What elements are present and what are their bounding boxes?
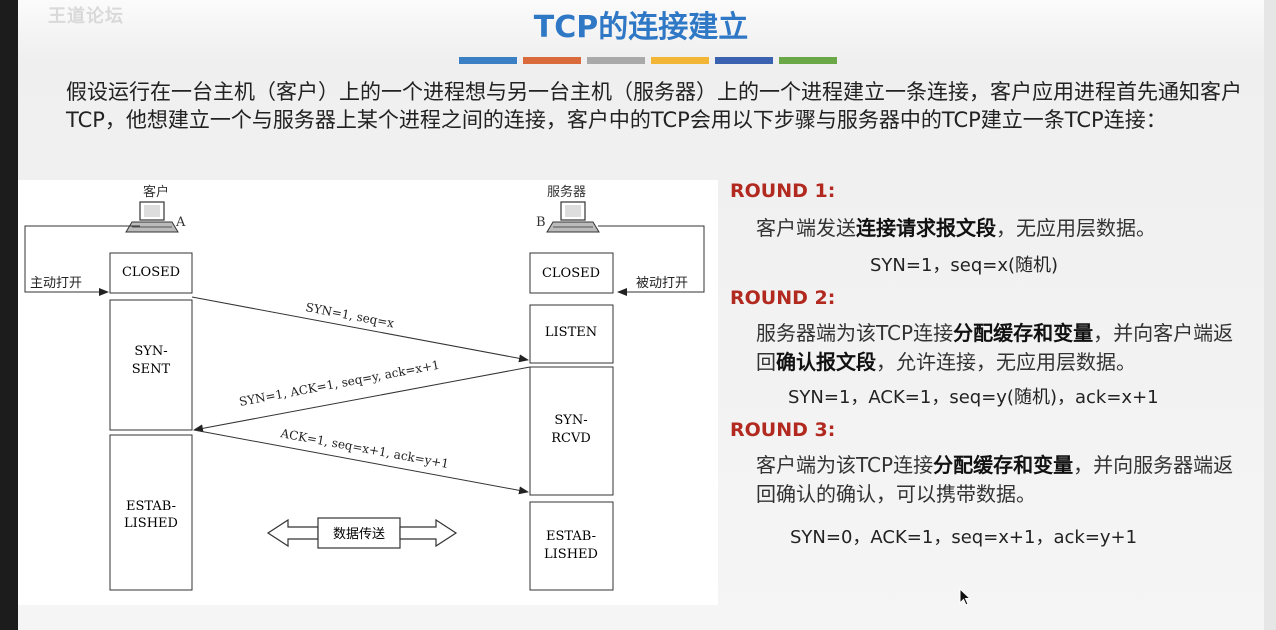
title-bar-5 [715, 57, 773, 64]
title-bar-2 [523, 57, 581, 64]
svg-text:SENT: SENT [132, 362, 171, 377]
svg-text:SYN-: SYN- [134, 344, 167, 359]
round-1-title: ROUND 1: [730, 180, 836, 202]
passive-open-arrow [598, 225, 705, 296]
server-label: 服务器 [547, 184, 586, 200]
title-bar-1 [459, 57, 517, 64]
ack-arrow [193, 429, 529, 495]
title-bar-3 [587, 57, 645, 64]
svg-text:ESTAB-: ESTAB- [546, 529, 596, 544]
server-state-established [529, 501, 614, 591]
svg-text:RCVD: RCVD [551, 431, 591, 446]
syn-message: SYN=1, seq=x [304, 300, 395, 330]
handshake-diagram: 客户 A 服务器 B 主动打开 被动打开 CLOSED SYN- SENT [18, 180, 718, 605]
svg-text:LISTEN: LISTEN [545, 325, 597, 340]
watermark: 王道论坛 [48, 6, 124, 27]
svg-text:数据传送: 数据传送 [333, 527, 385, 542]
ack-message: ACK=1, seq=x+1, ack=y+1 [278, 426, 450, 471]
svg-text:CLOSED: CLOSED [542, 266, 600, 281]
svg-text:SYN-: SYN- [554, 413, 587, 428]
server-state-closed [529, 252, 614, 294]
left-edge [0, 0, 18, 630]
round-1-description: 客户端发送连接请求报文段，无应用层数据。 [756, 216, 1156, 240]
client-id: A [175, 215, 186, 230]
syn-arrow [191, 296, 529, 363]
title-bar-6 [779, 57, 837, 64]
data-left-arrow [266, 518, 319, 548]
title-bar-4 [651, 57, 709, 64]
client-state-established [109, 434, 193, 591]
server-computer-icon [546, 201, 600, 233]
server-state-syn-rcvd [529, 366, 614, 496]
client-state-closed [109, 252, 193, 294]
client-computer-icon [125, 201, 179, 233]
syn-ack-message: SYN=1, ACK=1, seq=y, ack=x+1 [238, 358, 441, 409]
svg-text:CLOSED: CLOSED [122, 265, 180, 280]
title-color-bars [459, 57, 837, 64]
svg-text:LISHED: LISHED [544, 547, 598, 562]
round-3-title: ROUND 3: [730, 419, 836, 441]
server-id: B [536, 215, 546, 230]
slide-title: TCP的连接建立 [533, 10, 749, 45]
server-state-listen [529, 304, 614, 364]
intro-paragraph: 假设运行在一台主机（客户）上的一个进程想与另一台主机（服务器）上的一个进程建立一… [66, 80, 1242, 132]
mouse-cursor-icon [959, 588, 972, 606]
syn-ack-arrow [193, 366, 531, 433]
right-edge [1264, 0, 1276, 630]
round-3-description: 客户端为该TCP连接分配缓存和变量，并向服务器端返回确认的确认，可以携带数据。 [756, 453, 1234, 506]
round-2-title: ROUND 2: [730, 287, 836, 309]
round-2-description: 服务器端为该TCP连接分配缓存和变量，并向客户端返回确认报文段，允许连接，无应用… [756, 321, 1234, 374]
svg-text:LISHED: LISHED [124, 516, 178, 531]
client-label: 客户 [143, 184, 169, 200]
round-2-formula: SYN=1，ACK=1，seq=y(随机)，ack=x+1 [788, 387, 1159, 408]
passive-open-label: 被动打开 [636, 276, 688, 291]
active-open-label: 主动打开 [30, 276, 82, 291]
active-open-arrow [24, 225, 140, 296]
round-3-formula: SYN=0，ACK=1，seq=x+1，ack=y+1 [790, 527, 1138, 548]
client-state-syn-sent [109, 299, 193, 431]
slide: 王道论坛 TCP的连接建立 假设运行在一台主机（客户）上的一个进程想与另一台主机… [18, 0, 1264, 630]
svg-text:ESTAB-: ESTAB- [126, 499, 176, 514]
round-1-formula: SYN=1，seq=x(随机) [870, 255, 1059, 276]
rounds-panel: ROUND 1: 客户端发送连接请求报文段，无应用层数据。 SYN=1，seq=… [730, 176, 1260, 553]
data-right-arrow [399, 518, 458, 548]
